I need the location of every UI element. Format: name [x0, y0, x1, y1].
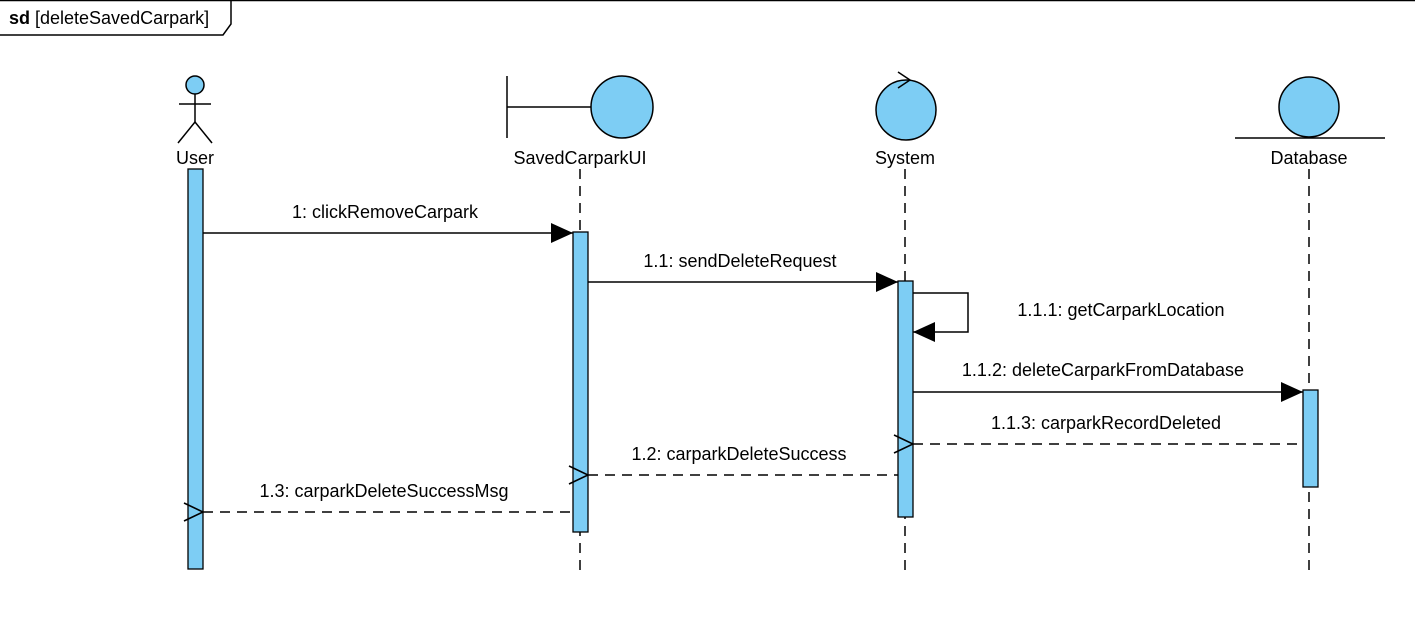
- actor-icon: [177, 75, 213, 144]
- lifeline-label-system: System: [875, 148, 935, 168]
- message-label: 1.1.1: getCarparkLocation: [1017, 300, 1224, 320]
- activation-bar-saved-carpark-ui: [572, 231, 589, 533]
- message-1-3: 1.3: carparkDeleteSuccessMsg: [203, 481, 573, 512]
- lifeline-label-database: Database: [1270, 148, 1347, 168]
- lifeline-user: User: [176, 75, 214, 570]
- lifeline-database: Database: [1235, 76, 1385, 572]
- frame-name: [deleteSavedCarpark]: [35, 8, 209, 28]
- message-label: 1: clickRemoveCarpark: [292, 202, 479, 222]
- diagram-frame: sd [deleteSavedCarpark]: [0, 0, 1415, 36]
- message-1-1-1: 1.1.1: getCarparkLocation: [913, 292, 1225, 342]
- lifeline-saved-carpark-ui: SavedCarparkUI: [506, 75, 654, 572]
- message-label: 1.1: sendDeleteRequest: [643, 251, 836, 271]
- control-icon: [875, 71, 937, 141]
- lifeline-label-saved-carpark-ui: SavedCarparkUI: [513, 148, 646, 168]
- lifeline-system: System: [875, 71, 937, 572]
- activation-bar-user: [187, 168, 204, 570]
- boundary-icon: [506, 75, 654, 139]
- activation-bar-database: [1302, 389, 1319, 488]
- message-1: 1: clickRemoveCarpark: [203, 202, 573, 243]
- frame-keyword: sd: [9, 8, 30, 28]
- activation-bar-system: [897, 280, 914, 518]
- entity-icon: [1235, 76, 1385, 139]
- message-label: 1.2: carparkDeleteSuccess: [631, 444, 846, 464]
- frame-tab: [0, 0, 232, 36]
- message-1-1-3: 1.1.3: carparkRecordDeleted: [913, 413, 1303, 444]
- message-label: 1.1.3: carparkRecordDeleted: [991, 413, 1221, 433]
- message-label: 1.3: carparkDeleteSuccessMsg: [259, 481, 508, 501]
- message-1-1-2: 1.1.2: deleteCarparkFromDatabase: [913, 360, 1303, 402]
- message-1-1: 1.1: sendDeleteRequest: [588, 251, 898, 292]
- self-message-arrow: [913, 292, 969, 342]
- lifeline-label-user: User: [176, 148, 214, 168]
- message-label: 1.1.2: deleteCarparkFromDatabase: [962, 360, 1244, 380]
- message-1-2: 1.2: carparkDeleteSuccess: [588, 444, 898, 475]
